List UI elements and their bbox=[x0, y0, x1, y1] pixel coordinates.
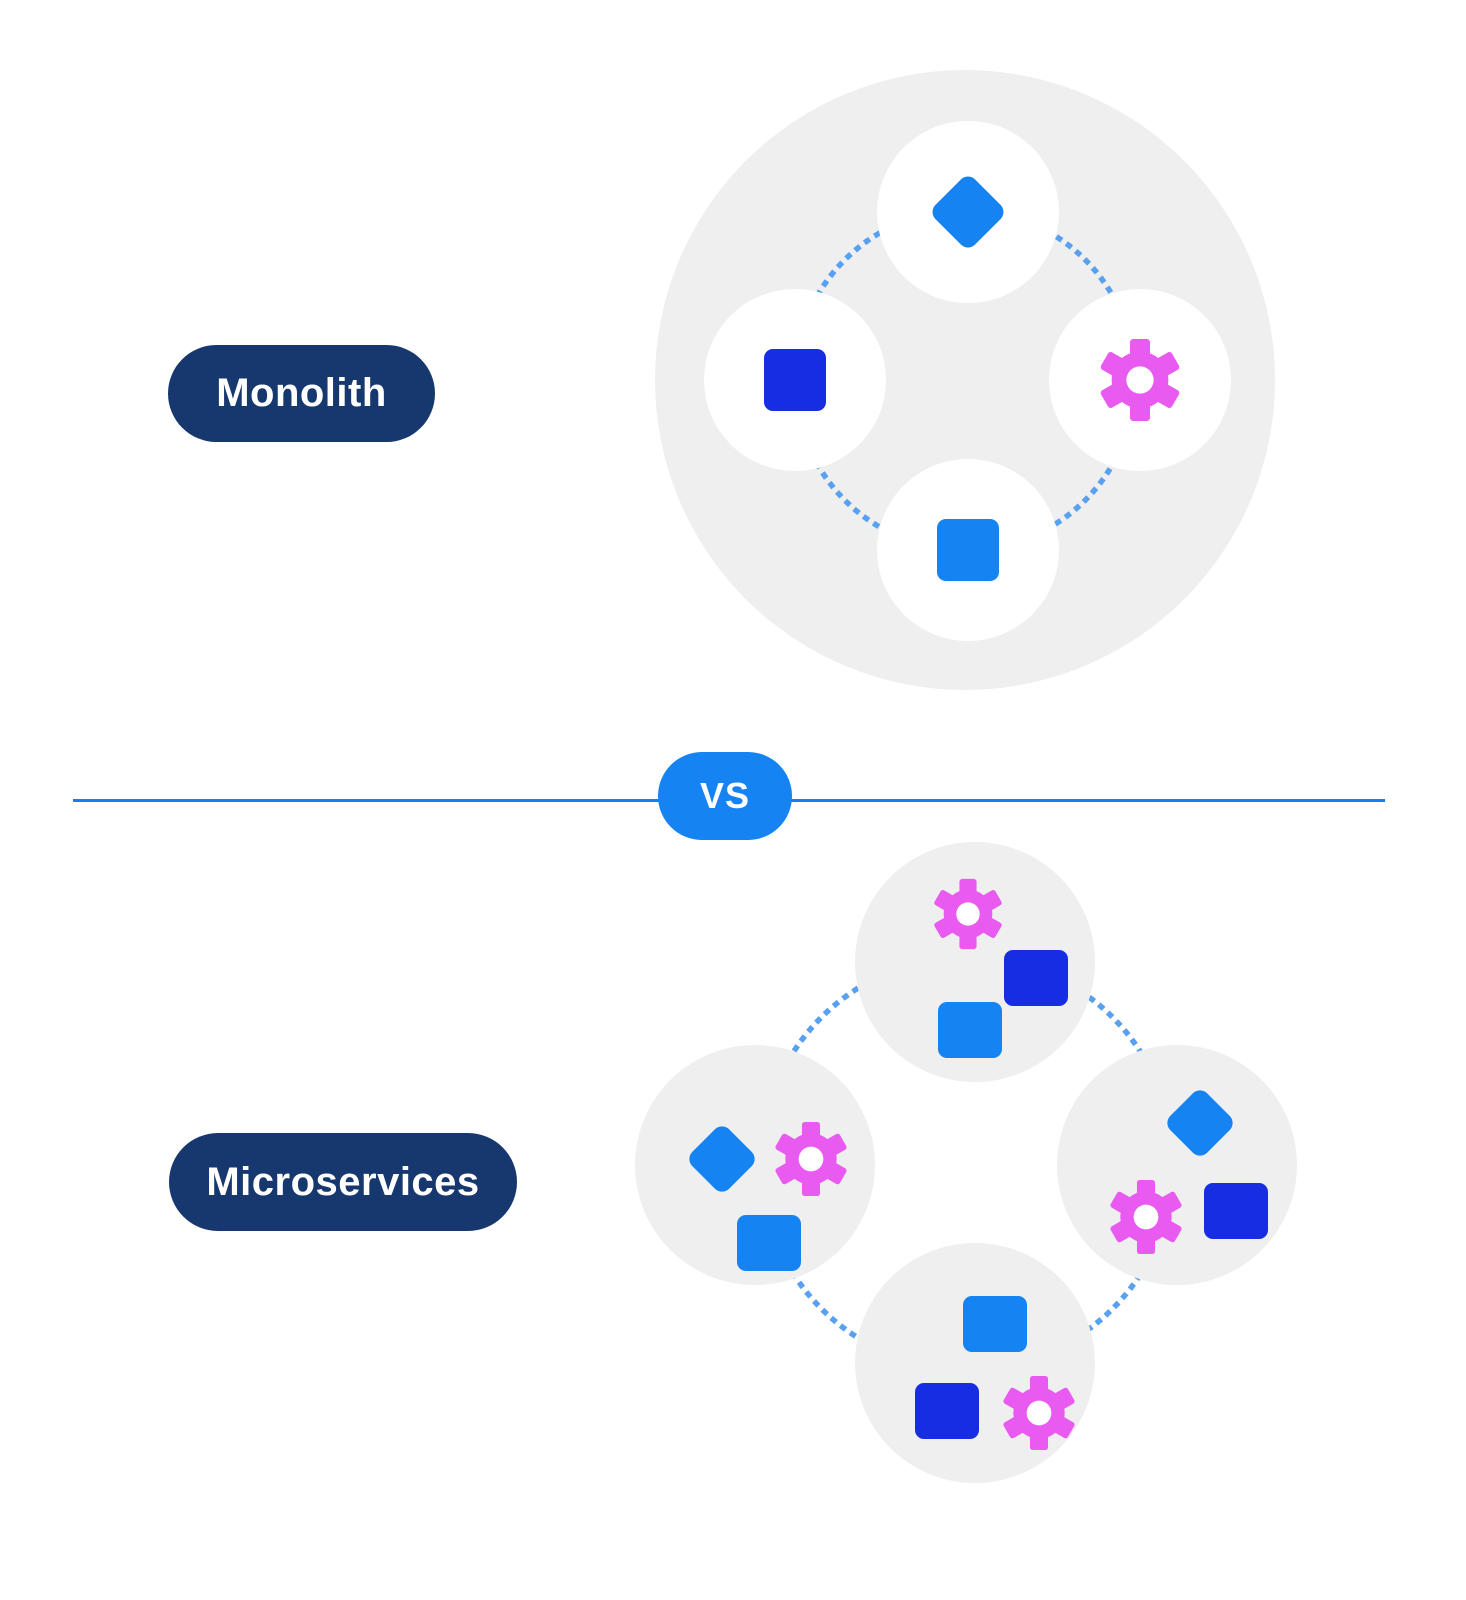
monolith-label: Monolith bbox=[216, 371, 387, 415]
diamond-icon bbox=[928, 172, 1008, 252]
vs-badge: VS bbox=[658, 752, 792, 840]
gear-icon bbox=[1110, 1179, 1182, 1255]
vs-label: VS bbox=[699, 775, 751, 816]
square-light-icon bbox=[937, 519, 999, 581]
gear-icon bbox=[775, 1121, 847, 1197]
gear-icon bbox=[934, 878, 1002, 950]
diamond-icon bbox=[685, 1122, 759, 1196]
square-dark-icon bbox=[1004, 950, 1068, 1006]
square-dark-icon bbox=[1204, 1183, 1268, 1239]
microservice-node-bottom bbox=[855, 1243, 1095, 1483]
microservice-node-top bbox=[855, 842, 1095, 1082]
microservice-node-right bbox=[1057, 1045, 1297, 1285]
monolith-service-node-top bbox=[877, 121, 1059, 303]
monolith-service-node-right bbox=[1049, 289, 1231, 471]
monolith-service-node-left bbox=[704, 289, 886, 471]
square-dark-icon bbox=[915, 1383, 979, 1439]
monolith-service-node-bottom bbox=[877, 459, 1059, 641]
square-light-icon bbox=[737, 1215, 801, 1271]
diamond-icon bbox=[1163, 1086, 1237, 1160]
monolith-label-pill: Monolith bbox=[168, 345, 435, 442]
square-light-icon bbox=[938, 1002, 1002, 1058]
microservice-node-left bbox=[635, 1045, 875, 1285]
gear-icon bbox=[1003, 1375, 1075, 1451]
square-light-icon bbox=[963, 1296, 1027, 1352]
square-dark-icon bbox=[764, 349, 826, 411]
gear-icon bbox=[1100, 339, 1180, 421]
microservices-label: Microservices bbox=[206, 1159, 480, 1204]
microservices-label-pill: Microservices bbox=[169, 1133, 517, 1231]
